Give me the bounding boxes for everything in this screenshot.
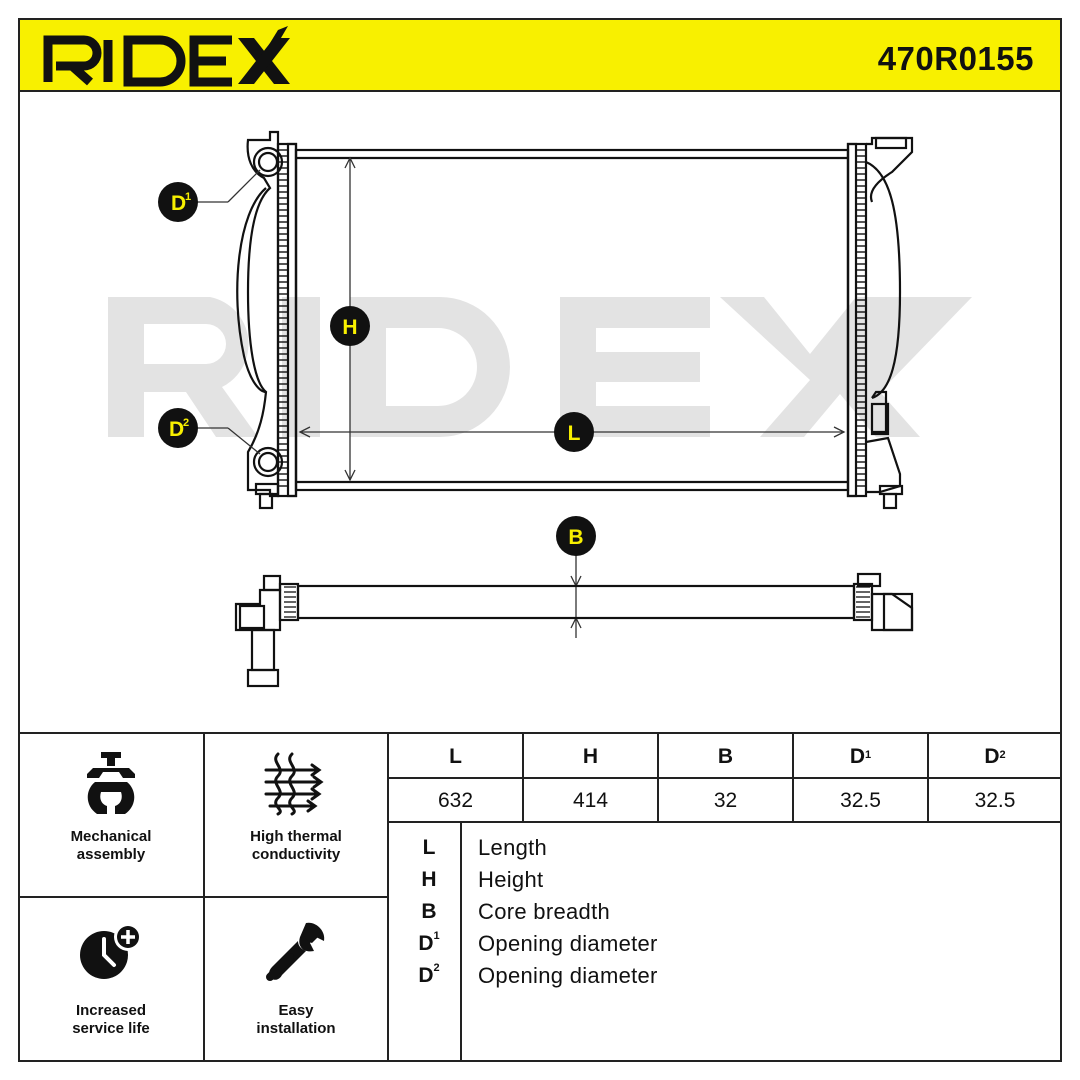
- dim-value-h: 414: [572, 789, 609, 812]
- side-view-fins: [284, 586, 870, 618]
- badge-l: L: [554, 412, 594, 452]
- dim-header-d2: D2: [984, 745, 1006, 768]
- badge-b: B: [556, 516, 596, 556]
- header-bar: 470R0155: [18, 18, 1062, 92]
- spec-grid-lines: [18, 732, 1062, 1062]
- legend-key-b: B: [421, 900, 437, 923]
- legend-text-opening-diameter-2: Opening diameter: [478, 963, 658, 988]
- legend-text-opening-diameter-1: Opening diameter: [478, 931, 658, 956]
- badge-b-label: B: [568, 526, 583, 549]
- legend-key-d2: D2: [418, 962, 440, 987]
- ridex-logo: [43, 26, 290, 87]
- badge-d1: D 1: [158, 182, 198, 222]
- badge-d2: D 2: [158, 408, 198, 448]
- high-thermal-conductivity-icon: [264, 752, 324, 816]
- feature-label: Mechanical assembly: [70, 828, 152, 863]
- radiator-technical-drawing: D 1 D 2 H L B: [108, 130, 972, 688]
- dim-header-d1: D1: [849, 745, 872, 768]
- badge-d1-label: D: [171, 192, 186, 215]
- dimensions-table: L H B D1 D2 632 414 32 32.5 32.5: [388, 732, 1062, 822]
- feature-increased-service-life: Increased service life: [18, 897, 204, 1062]
- feature-label: Easy installation: [256, 1002, 336, 1037]
- legend-key-d1: D1: [418, 930, 440, 955]
- legend-text-height: Height: [478, 867, 544, 892]
- dim-header-l: L: [449, 745, 462, 768]
- radiator-side-view: [234, 572, 914, 688]
- badge-d1-sup: 1: [185, 191, 191, 203]
- dim-header-b: B: [717, 745, 734, 768]
- tank-fin-pattern: [278, 149, 866, 487]
- legend-key-l: L: [422, 836, 436, 859]
- feature-easy-installation: Easy installation: [204, 897, 388, 1062]
- part-number: 470R0155: [877, 40, 1034, 77]
- feature-high-thermal-conductivity: High thermal conductivity: [204, 732, 388, 897]
- mechanical-assembly-icon: [87, 752, 135, 814]
- specification-section: Mechanical assembly High thermal conduct…: [18, 732, 1062, 1062]
- badge-h-label: H: [342, 316, 357, 339]
- dim-header-h: H: [582, 745, 599, 768]
- legend-key-h: H: [421, 868, 437, 891]
- dim-value-d1: 32.5: [840, 789, 881, 812]
- feature-label: Increased service life: [72, 1002, 150, 1037]
- dim-value-b: 32: [713, 789, 738, 812]
- increased-service-life-icon: [80, 923, 142, 979]
- feature-mechanical-assembly: Mechanical assembly: [18, 732, 204, 897]
- badge-h: H: [330, 306, 370, 346]
- legend-text-core-breadth: Core breadth: [478, 899, 611, 924]
- dim-value-d2: 32.5: [974, 789, 1016, 812]
- legend-text-length: Length: [478, 835, 548, 860]
- feature-label: High thermal conductivity: [250, 828, 342, 863]
- easy-installation-icon: [266, 922, 325, 981]
- badge-d2-sup: 2: [183, 417, 189, 429]
- badge-l-label: L: [568, 422, 581, 445]
- radiator-front-view: [236, 130, 914, 510]
- dim-value-l: 632: [437, 789, 474, 812]
- badge-d2-label: D: [169, 418, 184, 441]
